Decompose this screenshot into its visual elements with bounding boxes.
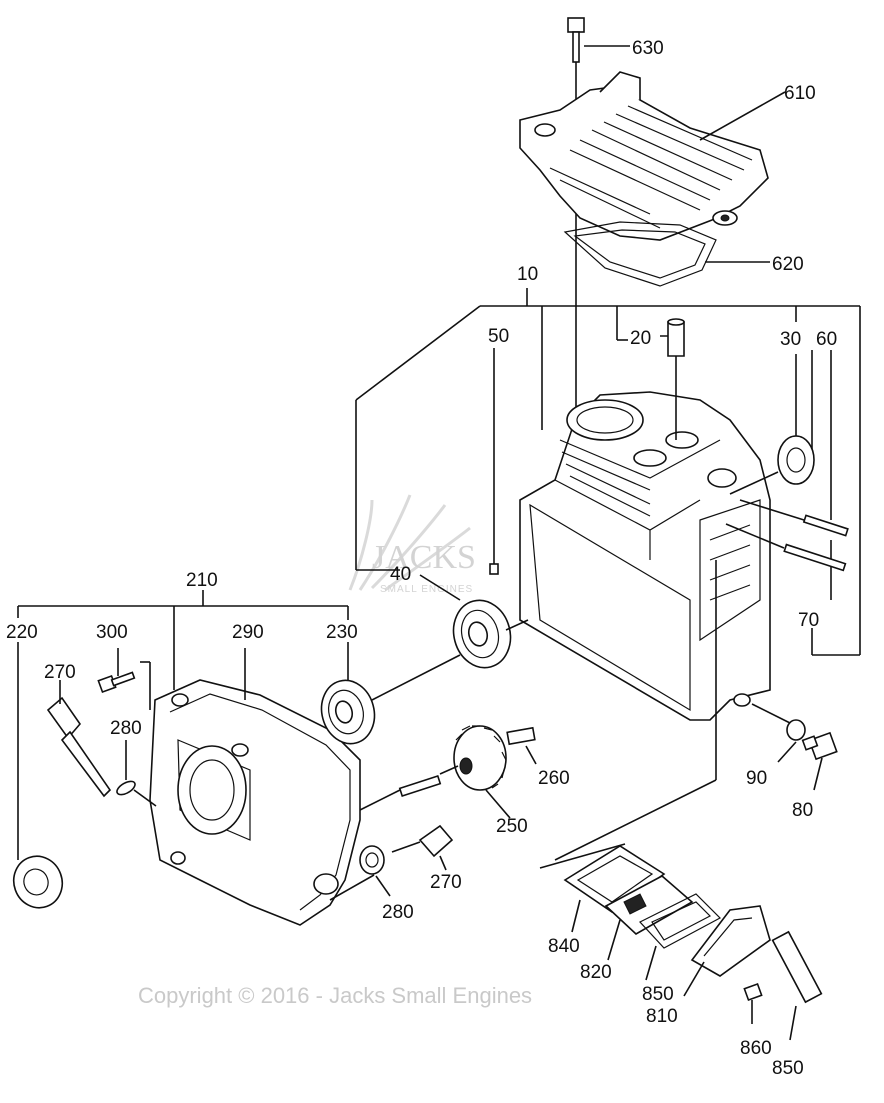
gasket-850a bbox=[639, 893, 721, 981]
label-290: 290 bbox=[232, 622, 264, 643]
breather-cover-810 bbox=[683, 905, 771, 997]
label-50: 50 bbox=[488, 326, 509, 347]
label-60: 60 bbox=[816, 329, 837, 350]
head-gasket-620 bbox=[563, 221, 770, 287]
copyright-watermark: Copyright © 2016 - Jacks Small Engines bbox=[138, 983, 532, 1008]
label-820: 820 bbox=[580, 962, 612, 983]
governor-gear-250 bbox=[453, 725, 511, 819]
stud-bolt-70 bbox=[725, 523, 847, 572]
gasket-840 bbox=[563, 845, 666, 933]
breather-tube-850b bbox=[771, 930, 823, 1041]
dowel-pin-20 bbox=[667, 318, 685, 440]
label-10: 10 bbox=[517, 264, 538, 285]
label-630: 630 bbox=[632, 38, 664, 59]
logo-subtext: SMALL ENGINES bbox=[380, 584, 473, 595]
label-260: 260 bbox=[538, 768, 570, 789]
label-90: 90 bbox=[746, 768, 767, 789]
label-230: 230 bbox=[326, 622, 358, 643]
governor-pin bbox=[359, 765, 459, 811]
crankcase-block bbox=[519, 391, 771, 861]
pin-50 bbox=[489, 348, 499, 575]
label-610: 610 bbox=[784, 83, 816, 104]
bracket-10 bbox=[355, 288, 861, 656]
label-270a: 270 bbox=[44, 662, 76, 683]
label-70: 70 bbox=[798, 610, 819, 631]
oil-gauge-270a bbox=[46, 680, 112, 798]
cylinder-head-610 bbox=[519, 71, 786, 241]
washer-90 bbox=[751, 703, 806, 763]
oil-gauge-270b bbox=[391, 824, 454, 871]
label-270b: 270 bbox=[430, 872, 462, 893]
label-850b: 850 bbox=[772, 1058, 804, 1079]
governor-shaft-260 bbox=[506, 726, 537, 765]
label-620: 620 bbox=[772, 254, 804, 275]
bracket-breather bbox=[539, 843, 626, 869]
crankcase-cover-290 bbox=[149, 648, 375, 926]
label-810: 810 bbox=[646, 1006, 678, 1027]
oil-seal-30 bbox=[729, 354, 815, 495]
label-220: 220 bbox=[6, 622, 38, 643]
label-30: 30 bbox=[780, 329, 801, 350]
label-860: 860 bbox=[740, 1038, 772, 1059]
label-850a: 850 bbox=[642, 984, 674, 1005]
oil-seal-220 bbox=[12, 855, 64, 909]
drain-plug-80 bbox=[801, 731, 838, 791]
label-20: 20 bbox=[630, 328, 651, 349]
breather-valve-820 bbox=[604, 875, 694, 961]
jacks-logo-watermark: JACKS SMALL ENGINES bbox=[348, 494, 476, 595]
bearing-230 bbox=[320, 654, 461, 745]
label-300: 300 bbox=[96, 622, 128, 643]
label-250: 250 bbox=[496, 816, 528, 837]
part-labels: 630 610 620 10 50 20 30 60 40 70 210 220… bbox=[6, 38, 837, 1079]
o-ring-280b bbox=[359, 845, 391, 897]
stud-bolt-60 bbox=[739, 499, 849, 537]
o-ring-280a bbox=[116, 740, 157, 807]
bolt-300 bbox=[97, 648, 151, 710]
bolt-860 bbox=[743, 982, 763, 1024]
label-80: 80 bbox=[792, 800, 813, 821]
label-280b: 280 bbox=[382, 902, 414, 923]
bearing-40 bbox=[419, 574, 529, 669]
label-40: 40 bbox=[390, 564, 411, 585]
label-280a: 280 bbox=[110, 718, 142, 739]
label-840: 840 bbox=[548, 936, 580, 957]
label-210: 210 bbox=[186, 570, 218, 591]
